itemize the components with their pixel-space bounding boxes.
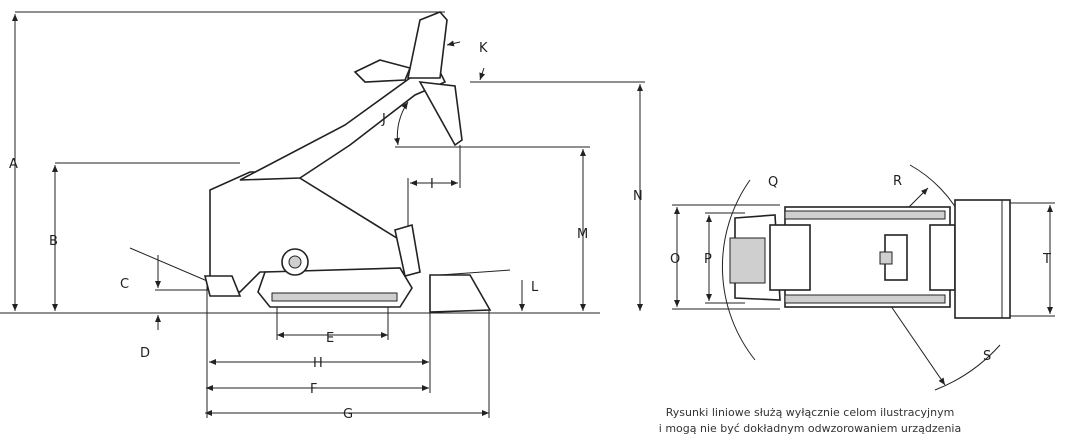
label-t: T bbox=[1042, 252, 1051, 267]
label-e: E bbox=[326, 331, 334, 346]
label-l: L bbox=[531, 280, 539, 295]
skid-steer-side-drawing bbox=[203, 11, 511, 313]
label-q: Q bbox=[768, 175, 778, 190]
label-p: P bbox=[704, 252, 712, 267]
label-d: D bbox=[140, 346, 150, 361]
label-n: N bbox=[633, 189, 643, 204]
top-view bbox=[672, 164, 1055, 391]
label-m: M bbox=[577, 227, 588, 242]
label-f: F bbox=[310, 382, 317, 397]
disclaimer-caption: Rysunki liniowe służą wyłącznie celom il… bbox=[640, 405, 980, 437]
dim-k2 bbox=[479, 67, 486, 81]
label-j: J bbox=[381, 112, 386, 127]
label-i: I bbox=[430, 177, 434, 192]
label-s: S bbox=[983, 349, 991, 364]
skid-steer-top-drawing bbox=[729, 199, 1011, 319]
label-b: B bbox=[49, 234, 58, 249]
label-h: H bbox=[313, 356, 323, 371]
dim-k bbox=[446, 40, 461, 47]
dimension-labels: A B C D E F G H I J K L M N O P Q R S T bbox=[9, 41, 1051, 422]
side-view bbox=[0, 11, 645, 418]
label-k: K bbox=[479, 41, 488, 56]
label-r: R bbox=[893, 174, 902, 189]
label-a: A bbox=[9, 157, 18, 172]
label-g: G bbox=[343, 407, 353, 422]
caption-line-2: i mogą nie być dokładnym odwzorowaniem u… bbox=[658, 422, 962, 435]
caption-line-1: Rysunki liniowe służą wyłącznie celom il… bbox=[665, 406, 955, 419]
label-o: O bbox=[670, 252, 680, 267]
dim-j bbox=[394, 101, 409, 146]
label-c: C bbox=[120, 277, 129, 292]
